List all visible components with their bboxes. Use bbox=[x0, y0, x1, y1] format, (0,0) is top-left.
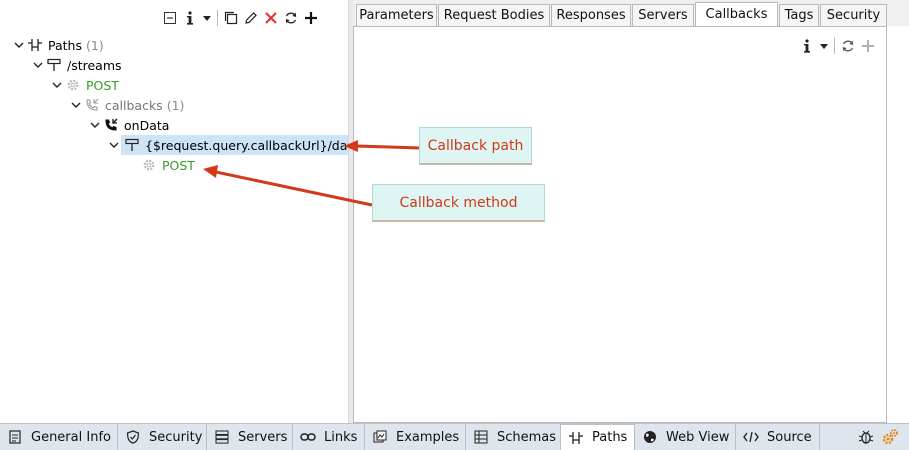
tree-count-paths: (1) bbox=[85, 37, 104, 53]
tab-security[interactable]: Security bbox=[820, 4, 887, 26]
callout-callback-path: Callback path bbox=[419, 127, 532, 165]
examples-icon bbox=[372, 429, 388, 445]
tree-label-streams: /streams bbox=[67, 57, 122, 73]
tree-label-callback-path: {$request.query.callbackUrl}/data bbox=[145, 137, 360, 153]
tree-node-ondata[interactable]: onData bbox=[88, 115, 169, 135]
tree-label-ondata: onData bbox=[124, 117, 170, 133]
tree-label-callback-post: POST bbox=[162, 157, 195, 173]
detail-tab-strip: Parameters Request Bodies Responses Serv… bbox=[353, 0, 909, 26]
tree-label-paths: Paths bbox=[48, 37, 82, 53]
bottom-tab-label: Links bbox=[324, 429, 358, 445]
server-icon bbox=[214, 429, 230, 445]
chevron-down-icon[interactable] bbox=[50, 82, 64, 88]
tree-node-paths[interactable]: Paths (1) bbox=[12, 35, 104, 55]
bottom-view-tabs: General Info Security Servers Links Exam… bbox=[0, 423, 909, 450]
globe-icon bbox=[642, 429, 658, 445]
chevron-down-icon[interactable] bbox=[31, 62, 45, 68]
chevron-down-icon[interactable] bbox=[12, 42, 26, 48]
paths-icon bbox=[568, 430, 584, 446]
bottom-tab-label: Security bbox=[149, 429, 203, 445]
bottom-tab-label: Web View bbox=[666, 429, 730, 445]
tree-count-callbacks: (1) bbox=[166, 97, 185, 113]
chevron-down-icon[interactable] bbox=[107, 142, 121, 148]
phone-callback-icon bbox=[83, 96, 101, 114]
shield-icon bbox=[125, 429, 141, 445]
pane-splitter[interactable] bbox=[348, 0, 353, 423]
tree-selection: {$request.query.callbackUrl}/data bbox=[121, 135, 363, 155]
bottom-tab-examples[interactable]: Examples bbox=[365, 424, 466, 450]
callout-callback-method: Callback method bbox=[372, 184, 545, 222]
bottom-tab-source[interactable]: Source bbox=[736, 424, 820, 450]
tab-responses[interactable]: Responses bbox=[551, 4, 631, 26]
bottom-tab-label: Schemas bbox=[497, 429, 557, 445]
phone-callback-icon bbox=[102, 116, 120, 134]
bottom-tab-paths[interactable]: Paths bbox=[561, 424, 635, 450]
paths-icon bbox=[26, 36, 44, 54]
chevron-down-icon[interactable] bbox=[88, 122, 102, 128]
chevron-down-icon[interactable] bbox=[69, 102, 83, 108]
gear-icon bbox=[140, 156, 158, 174]
bottom-tab-servers[interactable]: Servers bbox=[207, 424, 293, 450]
bottom-tab-label: Source bbox=[767, 429, 812, 445]
outline-toolbar bbox=[160, 7, 321, 29]
code-icon bbox=[743, 429, 759, 445]
copy-icon[interactable] bbox=[221, 7, 241, 29]
callbacks-toolbar bbox=[797, 35, 878, 57]
bottom-tab-schemas[interactable]: Schemas bbox=[466, 424, 561, 450]
tree-node-callbacks[interactable]: callbacks (1) bbox=[69, 95, 184, 115]
tree-node-callback-post[interactable]: POST bbox=[140, 155, 195, 175]
delete-icon[interactable] bbox=[261, 7, 281, 29]
link-icon bbox=[300, 429, 316, 445]
collapse-all-icon[interactable] bbox=[160, 7, 180, 29]
bottom-tab-security[interactable]: Security bbox=[118, 424, 207, 450]
settings-gears-icon[interactable] bbox=[881, 428, 899, 446]
callbacks-tab-content bbox=[353, 26, 887, 423]
edit-pencil-icon[interactable] bbox=[241, 7, 261, 29]
dropdown-arrow-icon[interactable] bbox=[200, 7, 214, 29]
tab-callbacks[interactable]: Callbacks bbox=[695, 2, 778, 26]
path-signpost-icon bbox=[45, 56, 63, 74]
bottom-tab-label: Servers bbox=[238, 429, 288, 445]
tree-label-callbacks: callbacks bbox=[105, 97, 163, 113]
schema-icon bbox=[473, 429, 489, 445]
toolbar-separator bbox=[834, 38, 835, 54]
dropdown-arrow-icon[interactable] bbox=[817, 35, 831, 57]
refresh-icon[interactable] bbox=[281, 7, 301, 29]
bottom-tab-label: General Info bbox=[31, 429, 111, 445]
add-icon[interactable] bbox=[858, 35, 878, 57]
bottom-tab-general-info[interactable]: General Info bbox=[0, 424, 118, 450]
tab-parameters[interactable]: Parameters bbox=[356, 4, 437, 26]
tab-tags[interactable]: Tags bbox=[779, 4, 819, 26]
detail-pane: Parameters Request Bodies Responses Serv… bbox=[353, 0, 909, 423]
tree-node-callback-path[interactable]: {$request.query.callbackUrl}/data bbox=[107, 135, 363, 155]
document-icon bbox=[7, 429, 23, 445]
gear-icon bbox=[64, 76, 82, 94]
info-icon[interactable] bbox=[180, 7, 200, 29]
tree-label-post: POST bbox=[86, 77, 119, 93]
tree-node-streams[interactable]: /streams bbox=[31, 55, 122, 75]
path-signpost-icon bbox=[123, 136, 141, 154]
refresh-icon[interactable] bbox=[838, 35, 858, 57]
tree-node-post[interactable]: POST bbox=[50, 75, 119, 95]
bottom-tab-links[interactable]: Links bbox=[293, 424, 365, 450]
bug-icon[interactable] bbox=[858, 429, 874, 445]
bottom-tab-web-view[interactable]: Web View bbox=[635, 424, 736, 450]
toolbar-separator bbox=[217, 10, 218, 26]
bottom-tab-label: Paths bbox=[592, 430, 628, 445]
tab-servers[interactable]: Servers bbox=[632, 4, 694, 26]
info-icon[interactable] bbox=[797, 35, 817, 57]
outline-pane: Paths (1) /streams POST callbacks (1) on… bbox=[0, 0, 363, 423]
add-icon[interactable] bbox=[301, 7, 321, 29]
tab-request-bodies[interactable]: Request Bodies bbox=[438, 4, 550, 26]
bottom-tab-label: Examples bbox=[396, 429, 460, 445]
